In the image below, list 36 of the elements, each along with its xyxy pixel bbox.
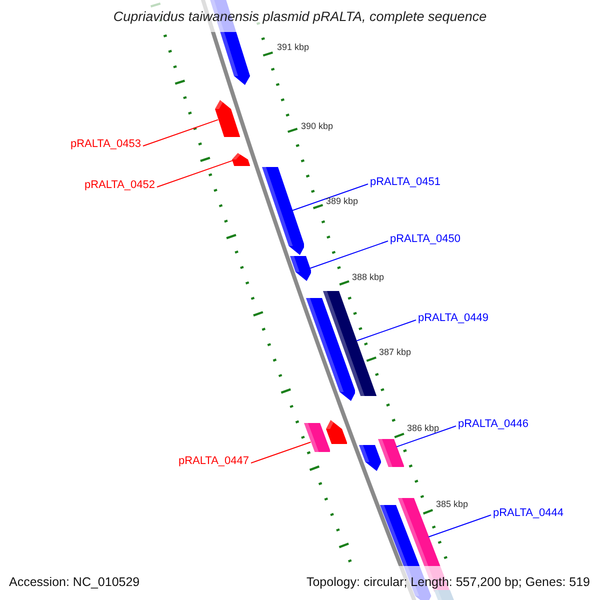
tick-label: 388 kbp xyxy=(352,273,384,282)
gene-label: pRALTA_0453 xyxy=(70,139,141,150)
leader-line xyxy=(142,119,219,146)
leader-line xyxy=(356,320,416,342)
gene-label: pRALTA_0450 xyxy=(390,234,461,245)
gene-feature xyxy=(306,298,356,401)
tick-label: 387 kbp xyxy=(379,348,412,357)
gene-feature xyxy=(358,445,382,471)
gene-block xyxy=(323,291,377,396)
tick-label: 386 kbp xyxy=(407,424,440,433)
gene-label: pRALTA_0447 xyxy=(178,456,249,467)
leader-line xyxy=(310,240,388,269)
gene-label: pRALTA_0452 xyxy=(84,180,155,191)
accession-text: Accession: NC_010529 xyxy=(9,576,140,588)
tick-label: 385 kbp xyxy=(436,500,468,509)
summary-text: Topology: circular; Length: 557,200 bp; Genes: 519 xyxy=(306,576,590,588)
gene-block xyxy=(378,439,404,467)
gene-block xyxy=(304,423,330,452)
gene-label: pRALTA_0451 xyxy=(370,177,441,188)
diagram-title: Cupriavidus taiwanensis plasmid pRALTA, complete sequence xyxy=(112,10,488,24)
gene-label: pRALTA_0444 xyxy=(493,508,564,519)
gene-feature xyxy=(232,153,250,166)
leader-line xyxy=(292,184,368,211)
gene-label: pRALTA_0449 xyxy=(418,313,489,324)
gene-feature xyxy=(262,167,304,255)
gene-feature xyxy=(326,420,348,444)
tick-label: 390 kbp xyxy=(301,122,334,131)
leader-line xyxy=(156,160,234,188)
leader-line xyxy=(396,426,456,448)
leader-line xyxy=(250,442,312,464)
tick-label: 391 kbp xyxy=(277,43,310,52)
gene-feature xyxy=(290,256,312,281)
leader-line xyxy=(428,514,492,538)
gene-feature xyxy=(214,100,240,137)
tick-label: 389 kbp xyxy=(326,197,358,206)
gene-label: pRALTA_0446 xyxy=(458,419,529,430)
